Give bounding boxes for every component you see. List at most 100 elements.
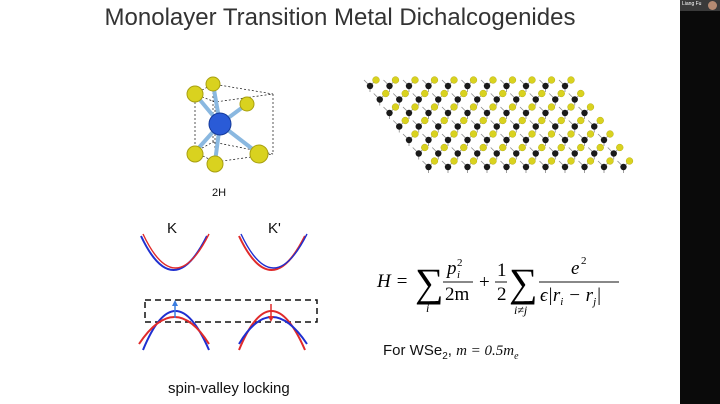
lattice-metal-atom [474,123,481,130]
lattice-metal-atom [483,109,491,117]
lattice-chalcogen-atom [391,103,400,111]
lattice-metal-atom [513,96,520,103]
chalcogen-atom [186,85,204,103]
lattice-metal-atom [474,150,481,157]
lattice-metal-atom [503,163,510,171]
lattice-chalcogen-atom [401,116,409,125]
lattice-chalcogen-atom [508,130,517,138]
participant-thumbnail[interactable]: Liang Fu [680,0,720,11]
lattice-chalcogen-atom [499,116,507,125]
lattice-chalcogen-atom [489,76,497,84]
lattice-metal-atom [591,150,598,157]
kinetic-numerator: p [445,258,457,279]
lattice-metal-atom [425,136,432,144]
lattice-metal-atom [454,150,461,157]
lattice-metal-atom [552,150,559,157]
lattice-chalcogen-atom [460,116,468,125]
material-mass-line: For WSe2, m = 0.5me [383,342,519,362]
valley-k-label: K [167,220,178,237]
lattice-chalcogen-atom [489,103,497,111]
lattice-metal-atom [561,136,569,144]
mass-equation: m = 0.5m [456,343,515,359]
lattice-metal-atom [561,82,569,90]
lattice-chalcogen-atom [518,89,526,98]
lattice-metal-atom [425,163,432,171]
lattice-metal-atom [464,82,471,90]
lattice-chalcogen-atom [586,130,595,138]
lattice-metal-atom [513,150,520,157]
lattice-chalcogen-atom [528,76,536,84]
lattice-metal-atom [474,96,481,103]
lattice-chalcogen-atom [606,130,614,138]
lattice-metal-atom [444,163,452,171]
band-diagram-icon [138,233,318,351]
lattice-chalcogen-atom [391,76,400,84]
lattice-chalcogen-atom [479,89,487,98]
lattice-metal-atom [561,109,569,117]
coulomb-numerator: e [571,258,579,279]
lattice-metal-atom [425,82,432,90]
lattice-metal-atom [522,82,530,90]
lattice-chalcogen-atom [489,157,497,165]
lattice-chalcogen-atom [421,116,429,125]
summation-symbol-2: ∑ [509,260,538,305]
lattice-chalcogen-atom [421,143,429,152]
lattice-chalcogen-atom [411,130,419,138]
lattice-chalcogen-atom [450,76,458,84]
lattice-chalcogen-atom [538,116,546,125]
lattice-metal-atom [366,82,374,90]
lattice-metal-atom [600,163,608,171]
lattice-metal-atom [405,109,413,117]
structure-label: 2H [212,187,227,199]
lattice-metal-atom [435,96,442,103]
lattice-chalcogen-atom [450,157,458,165]
lattice-metal-atom [571,96,578,103]
mass-equation-sub: e [514,351,519,362]
lattice-chalcogen-atom [508,76,517,84]
lattice-chalcogen-atom [479,116,487,125]
lattice-metal-atom [386,109,393,117]
lattice-metal-atom [483,136,491,144]
lattice-metal-atom [454,96,461,103]
lattice-chalcogen-atom [411,103,419,111]
lattice-chalcogen-atom [450,130,458,138]
lattice-metal-atom [522,136,530,144]
lattice-chalcogen-atom [440,143,448,152]
lattice-chalcogen-atom [430,103,439,111]
sum2-index: i≠j [514,303,528,317]
lattice-metal-atom [581,163,588,171]
lattice-metal-atom [503,82,510,90]
lattice-metal-atom [532,123,539,130]
lattice-metal-atom [435,123,442,130]
lattice-chalcogen-atom [450,103,458,111]
lattice-chalcogen-atom [469,76,478,84]
valley-kprime-label: K' [268,220,281,237]
lattice-chalcogen-atom [577,116,585,125]
coulomb-superscript: 2 [581,255,587,267]
lattice-chalcogen-atom [440,89,448,98]
slide-title: Monolayer Transition Metal Dichalcogenid… [104,4,576,31]
lattice-chalcogen-atom [586,103,595,111]
structure-model-icon [186,76,274,173]
lattice-icon [363,76,634,173]
lattice-chalcogen-atom [460,89,468,98]
lattice-metal-atom [571,150,578,157]
lattice-metal-atom [464,109,471,117]
lattice-chalcogen-atom [616,143,624,152]
mass-sep: , [447,342,457,359]
lattice-metal-atom [415,96,422,103]
lattice-chalcogen-atom [586,157,595,165]
lattice-metal-atom [415,150,422,157]
participant-name: Liang Fu [682,1,702,7]
lattice-metal-atom [591,123,598,130]
lattice-chalcogen-atom [557,116,565,125]
lattice-metal-atom [483,82,491,90]
lattice-metal-atom [386,82,393,90]
half-denominator: 2 [497,284,507,305]
lattice-chalcogen-atom [547,76,556,84]
lattice-chalcogen-atom [596,143,604,152]
lattice-metal-atom [405,136,413,144]
lattice-metal-atom [483,163,491,171]
kinetic-superscript: 2 [457,257,463,269]
lattice-chalcogen-atom [547,130,556,138]
